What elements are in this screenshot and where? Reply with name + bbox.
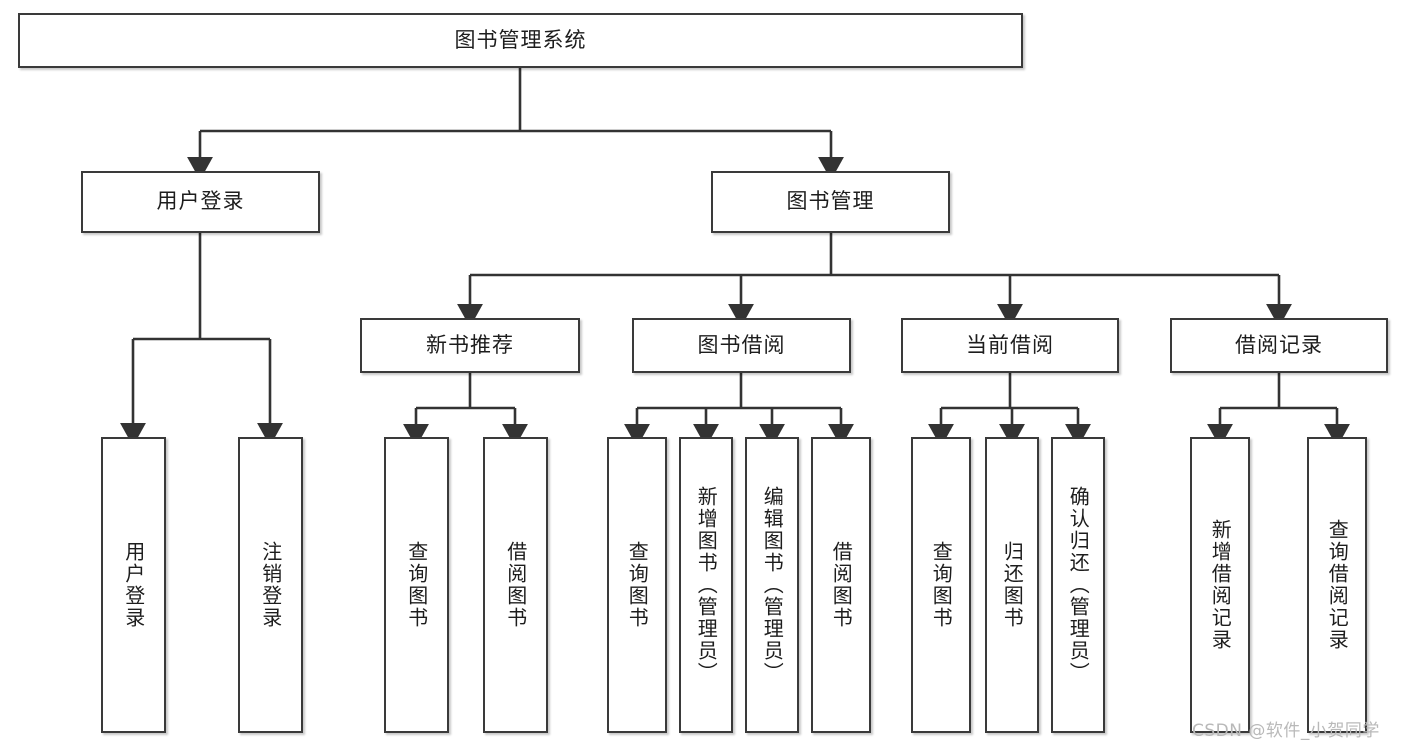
node-leaf-user-login-label: 用户登录 xyxy=(121,541,146,629)
node-leaf-confirm-return-label: 确认归还（管理员） xyxy=(1066,486,1091,684)
node-leaf-query-book-2[interactable]: 查询图书 xyxy=(607,437,667,733)
node-borrow-record[interactable]: 借阅记录 xyxy=(1170,318,1388,373)
node-leaf-borrow-book-1[interactable]: 借阅图书 xyxy=(483,437,548,733)
node-leaf-return-book[interactable]: 归还图书 xyxy=(985,437,1039,733)
node-leaf-query-book-1-label: 查询图书 xyxy=(404,541,429,629)
node-leaf-confirm-return[interactable]: 确认归还（管理员） xyxy=(1051,437,1105,733)
node-leaf-logout[interactable]: 注销登录 xyxy=(238,437,303,733)
node-leaf-query-record[interactable]: 查询借阅记录 xyxy=(1307,437,1367,733)
node-leaf-borrow-book-2[interactable]: 借阅图书 xyxy=(811,437,871,733)
csdn-watermark: CSDN @软件_小贺同学 xyxy=(1192,721,1380,741)
node-leaf-logout-label: 注销登录 xyxy=(258,541,283,629)
node-leaf-query-book-3-label: 查询图书 xyxy=(929,541,954,629)
node-leaf-borrow-book-1-label: 借阅图书 xyxy=(503,541,528,629)
node-book-manage-label: 图书管理 xyxy=(786,189,875,214)
node-new-book-recommend[interactable]: 新书推荐 xyxy=(360,318,580,373)
node-user-login[interactable]: 用户登录 xyxy=(81,171,320,233)
node-leaf-return-book-label: 归还图书 xyxy=(1000,541,1025,629)
node-book-manage[interactable]: 图书管理 xyxy=(711,171,950,233)
node-book-borrow[interactable]: 图书借阅 xyxy=(632,318,851,373)
node-user-login-label: 用户登录 xyxy=(156,189,245,214)
node-leaf-query-book-1[interactable]: 查询图书 xyxy=(384,437,449,733)
node-book-borrow-label: 图书借阅 xyxy=(697,332,786,357)
node-leaf-add-record[interactable]: 新增借阅记录 xyxy=(1190,437,1250,733)
node-root[interactable]: 图书管理系统 xyxy=(18,13,1023,68)
node-new-book-recommend-label: 新书推荐 xyxy=(426,332,514,357)
node-leaf-edit-book[interactable]: 编辑图书（管理员） xyxy=(745,437,799,733)
node-leaf-edit-book-label: 编辑图书（管理员） xyxy=(760,486,785,684)
node-current-borrow[interactable]: 当前借阅 xyxy=(901,318,1119,373)
node-leaf-user-login[interactable]: 用户登录 xyxy=(101,437,166,733)
node-leaf-query-record-label: 查询借阅记录 xyxy=(1325,519,1350,651)
node-current-borrow-label: 当前借阅 xyxy=(966,332,1054,357)
node-leaf-query-book-3[interactable]: 查询图书 xyxy=(911,437,971,733)
node-leaf-add-record-label: 新增借阅记录 xyxy=(1208,519,1233,651)
node-leaf-add-book[interactable]: 新增图书（管理员） xyxy=(679,437,733,733)
node-leaf-query-book-2-label: 查询图书 xyxy=(625,541,650,629)
node-borrow-record-label: 借阅记录 xyxy=(1235,332,1323,357)
node-leaf-add-book-label: 新增图书（管理员） xyxy=(694,486,719,684)
node-leaf-borrow-book-2-label: 借阅图书 xyxy=(829,541,854,629)
node-root-label: 图书管理系统 xyxy=(454,27,587,52)
